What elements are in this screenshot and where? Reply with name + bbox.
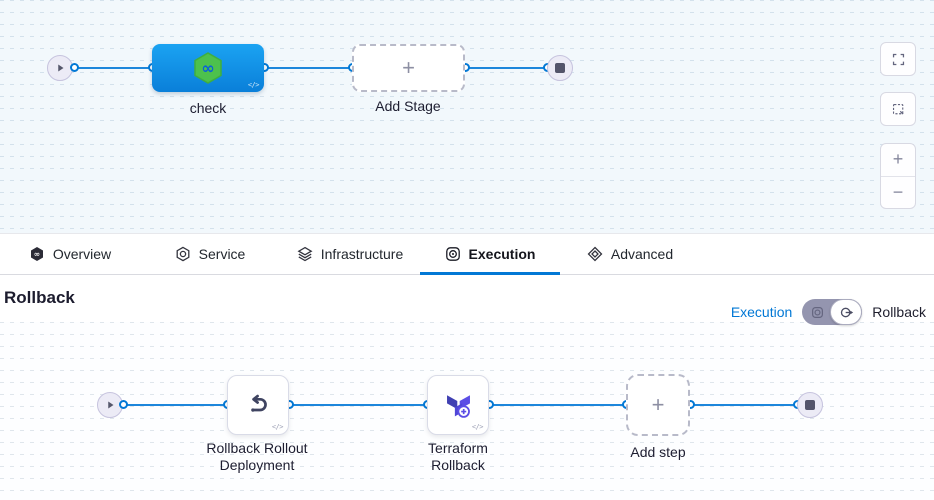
execution-rollback-toggle[interactable] [802,299,863,325]
execution-mini-icon [802,299,832,325]
add-stage-label: Add Stage [375,98,441,114]
edge-start-to-stage [74,67,152,69]
stage-canvas[interactable]: ∞ </> check + Add Stage + − [0,0,934,233]
execution-link[interactable]: Execution [730,304,793,320]
add-step-label: Add step [630,444,686,460]
plus-icon: + [402,55,415,80]
tab-advanced[interactable]: Advanced [560,234,700,274]
add-step-button[interactable]: + [626,374,690,436]
tab-infrastructure[interactable]: Infrastructure [280,234,420,274]
stop-icon [805,400,815,410]
section-title: Rollback [4,288,75,307]
edge-step2-to-addstep [489,404,626,406]
infrastructure-icon [297,246,313,262]
tab-label: Execution [468,246,536,262]
edge-port[interactable] [119,400,128,409]
rollback-start-button[interactable] [97,392,123,418]
edge-port[interactable] [70,63,79,72]
overview-icon: ∞ [30,247,43,261]
terraform-icon [446,394,470,418]
rollback-rollout-icon [250,394,267,412]
tab-label: Infrastructure [320,246,404,262]
tab-overview[interactable]: ∞ Overview [0,234,140,274]
step-label: Terraform Rollback [428,440,488,473]
advanced-icon [587,246,603,262]
yaml-code-icon: </> [471,423,484,431]
zoom-controls: + − [880,143,916,209]
fullscreen-icon [892,53,904,65]
tab-label: Overview [52,246,112,262]
zoom-in-button[interactable]: + [881,144,915,177]
pipeline-end-button[interactable] [547,55,573,81]
rollback-toggle-label: Rollback [872,304,926,320]
tab-label: Advanced [610,246,674,262]
step-node-terraform-rollback[interactable]: </> [427,375,489,435]
stage-tab-bar: ∞ Overview Service Infrastructure [0,233,934,275]
play-icon [58,64,64,72]
stop-icon [555,63,565,73]
select-mode-button[interactable] [880,92,916,126]
yaml-code-icon: </> [271,423,284,431]
edge-stage-to-addstage [264,67,352,69]
tab-execution[interactable]: Execution [420,234,560,275]
step-node-rollback-rollout[interactable]: </> [227,375,289,435]
edge-addstage-to-end [465,67,547,69]
toggle-knob [830,299,863,325]
svg-text:∞: ∞ [201,59,214,78]
stage-label: check [189,100,227,116]
active-tab-underline [420,272,560,275]
harness-stage-icon: ∞ [194,52,222,84]
rollback-end-button[interactable] [797,392,823,418]
execution-icon [445,247,460,261]
rollback-section-header: Rollback Execution Rollback [0,275,934,325]
rollback-execution-canvas[interactable]: </> Rollback Rollout Deployment </> Terr… [0,322,934,500]
svg-text:∞: ∞ [34,250,40,259]
rollback-icon [840,307,853,317]
plus-icon: + [651,392,665,417]
edge-start-to-step1 [123,404,227,406]
play-icon [108,401,114,409]
edge-step1-to-step2 [289,404,427,406]
edge-addstep-to-end [690,404,797,406]
add-stage-button[interactable]: + [352,44,465,92]
pipeline-start-button[interactable] [47,55,73,81]
fullscreen-button[interactable] [880,42,916,76]
service-icon [176,246,190,262]
marquee-select-icon [892,103,904,115]
zoom-out-button[interactable]: − [892,181,904,202]
tab-label: Service [198,246,246,262]
stage-node-check[interactable]: ∞ </> [152,44,264,92]
yaml-code-icon: </> [247,81,260,89]
execution-rollback-switcher: Execution Rollback [731,299,926,325]
tab-service[interactable]: Service [140,234,280,274]
step-label: Rollback Rollout Deployment [206,440,308,473]
